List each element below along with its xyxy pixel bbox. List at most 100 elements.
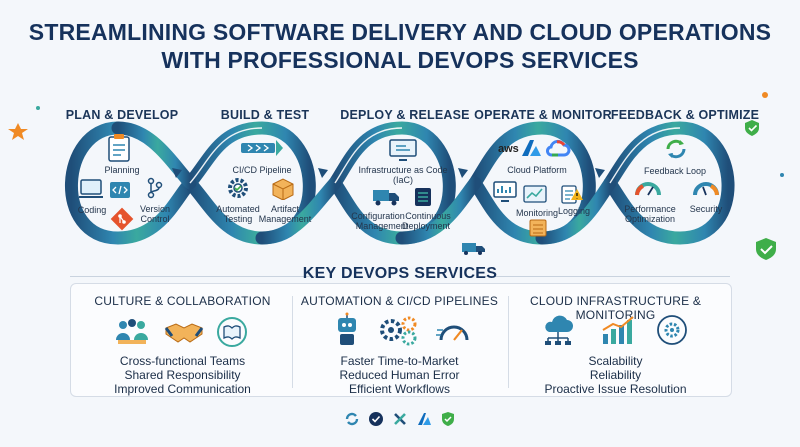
- cloud-platform-monitor-icon: [493, 181, 517, 202]
- arrow-icon: [172, 168, 182, 178]
- decorative-sparkles: [8, 123, 28, 140]
- loop-connector-2: [255, 176, 342, 245]
- artifact-label: Artifact: [270, 204, 300, 214]
- delivery-truck-icon: [462, 243, 485, 255]
- key-services-title: KEY DEVOPS SERVICES: [302, 265, 498, 282]
- configuration-label: Configuration: [351, 211, 405, 221]
- security-gauge-icon: [693, 182, 719, 196]
- divider: [70, 276, 315, 277]
- deployment-server-icon: [415, 188, 431, 206]
- coding-laptop-icon: [79, 179, 103, 198]
- security-label: Security: [689, 204, 723, 214]
- logging-warning-icon: [561, 185, 583, 204]
- page-title: STREAMLINING SOFTWARE DELIVERY AND CLOUD…: [0, 18, 800, 74]
- handshake-icon: [164, 323, 204, 343]
- robot-icon: [338, 312, 356, 345]
- feedback-loop-label: Feedback Loop: [643, 166, 707, 176]
- green-check-badge-icon: [745, 120, 759, 136]
- service-column-cloud: CLOUD INFRASTRUCTURE & MONITORING Scalab…: [508, 294, 723, 396]
- cloud-gear-icon: [657, 315, 687, 345]
- loop-connector-4: [535, 176, 617, 245]
- column-title: AUTOMATION & CI/CD PIPELINES: [300, 294, 499, 308]
- continuous-label: Continuous: [405, 211, 451, 221]
- column-item: Efficient Workflows: [349, 382, 450, 396]
- control-label: Control: [140, 214, 170, 224]
- sync-badge-icon: [345, 412, 359, 426]
- growth-chart-icon: [602, 316, 634, 344]
- monitoring-label: Monitoring: [515, 208, 559, 218]
- column-item: Scalability: [588, 354, 643, 368]
- check-badge-icon: [369, 412, 383, 426]
- cross-tools-badge-icon: [394, 413, 406, 425]
- optimization-label: Optimization: [624, 214, 676, 224]
- arrow-icon: [458, 168, 468, 178]
- google-cloud-icon: [546, 139, 571, 157]
- service-column-automation: AUTOMATION & CI/CD PIPELINES Faster Time…: [292, 294, 507, 396]
- divider: [485, 276, 730, 277]
- azure-icon: [522, 140, 541, 156]
- stage-title-build: BUILD & TEST: [220, 108, 310, 122]
- column-item: Improved Communication: [114, 382, 251, 396]
- column-item: Reliability: [589, 368, 642, 382]
- speedometer-icon: [436, 325, 469, 341]
- management-label: Management: [258, 214, 312, 224]
- testing-label: Testing: [223, 214, 253, 224]
- column-title: CLOUD INFRASTRUCTURE & MONITORING: [529, 294, 702, 322]
- column-items: Faster Time-to-Market Reduced Human Erro…: [292, 354, 507, 396]
- git-icon: [110, 207, 134, 231]
- config-truck-icon: [373, 190, 399, 206]
- planning-clipboard-icon: [108, 134, 130, 162]
- server-rack-icon: [529, 219, 547, 237]
- column-divider: [508, 296, 509, 388]
- column-item: Reduced Human Error: [339, 368, 460, 382]
- arrow-icon: [318, 168, 328, 178]
- loop-operate: [468, 121, 596, 245]
- aws-icon: aws: [498, 143, 519, 155]
- performance-gauge-icon: [635, 182, 661, 196]
- communication-book-icon: [217, 317, 247, 347]
- monitoring-chart-icon: [523, 185, 547, 203]
- planning-label: Planning: [104, 165, 140, 175]
- artifact-box-icon: [272, 178, 294, 200]
- feedback-loop-icon: [666, 139, 686, 159]
- testing-gear-icon: [228, 178, 248, 198]
- loop-connector-1: [111, 121, 197, 190]
- cloud-platform-label: Cloud Platform: [507, 165, 567, 175]
- column-divider: [292, 296, 293, 388]
- column-item: Proactive Issue Resolution: [544, 382, 687, 396]
- iac-abbrev-label: (IaC): [393, 175, 413, 185]
- stage-title-operate: OPERATE & MONITOR: [474, 108, 612, 122]
- version-control-branch-icon: [147, 177, 163, 199]
- devops-loop-diagram: [8, 92, 784, 260]
- stage-title-plan: PLAN & DEVELOP: [65, 108, 179, 122]
- stage-title-deploy: DEPLOY & RELEASE: [340, 108, 470, 122]
- service-column-culture: CULTURE & COLLABORATION Cross-functional…: [75, 294, 290, 396]
- team-icon: [116, 319, 148, 344]
- title-line-1: STREAMLINING SOFTWARE DELIVERY AND CLOUD…: [28, 19, 772, 45]
- configuration-management-label: Management: [355, 221, 409, 231]
- loop-connector-3: [395, 176, 482, 245]
- iac-label: Infrastructure as Code: [358, 165, 448, 175]
- version-control-code-icon: [110, 182, 130, 198]
- version-label: Version: [139, 204, 171, 214]
- column-item: Faster Time-to-Market: [340, 354, 459, 368]
- loop-plan: [65, 121, 197, 245]
- cicd-pipeline-label: CI/CD Pipeline: [232, 165, 292, 175]
- performance-label: Performance: [624, 204, 676, 214]
- green-check-badge-icon: [756, 238, 776, 260]
- logging-label: Logging: [557, 206, 591, 216]
- column-items: Cross-functional Teams Shared Responsibi…: [75, 354, 290, 396]
- arrow-icon: [595, 168, 605, 178]
- pipeline-icon: [241, 140, 283, 156]
- column-title: CULTURE & COLLABORATION: [94, 294, 271, 308]
- shield-badge-icon: [442, 412, 454, 426]
- gears-icon: [380, 316, 417, 346]
- column-item: Cross-functional Teams: [119, 354, 246, 368]
- column-item: Shared Responsibility: [124, 368, 241, 382]
- azure-badge-icon: [418, 413, 431, 425]
- column-items: Scalability Reliability Proactive Issue …: [508, 354, 723, 396]
- cloud-network-icon: [545, 315, 573, 345]
- deployment-label: Deployment: [401, 221, 451, 231]
- automated-label: Automated: [216, 204, 260, 214]
- coding-label: Coding: [77, 205, 107, 215]
